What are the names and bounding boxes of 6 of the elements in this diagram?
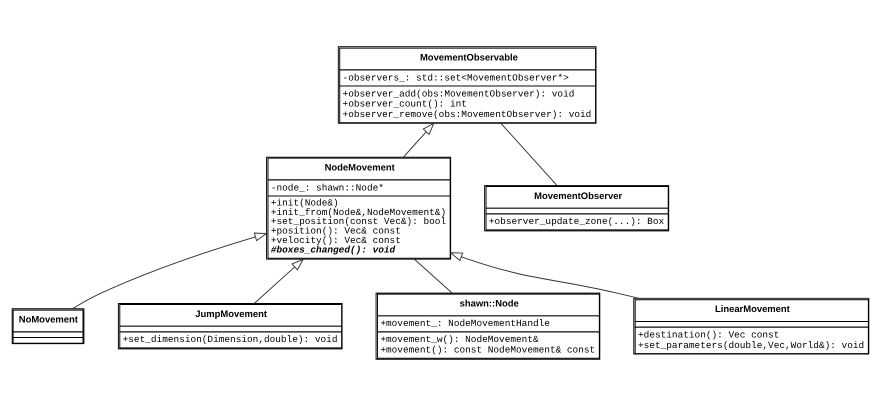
arrow [254, 258, 304, 304]
arrow [72, 232, 268, 310]
arrow [449, 252, 640, 299]
connector [500, 123, 558, 186]
arrow [402, 122, 435, 158]
connector [414, 258, 452, 294]
